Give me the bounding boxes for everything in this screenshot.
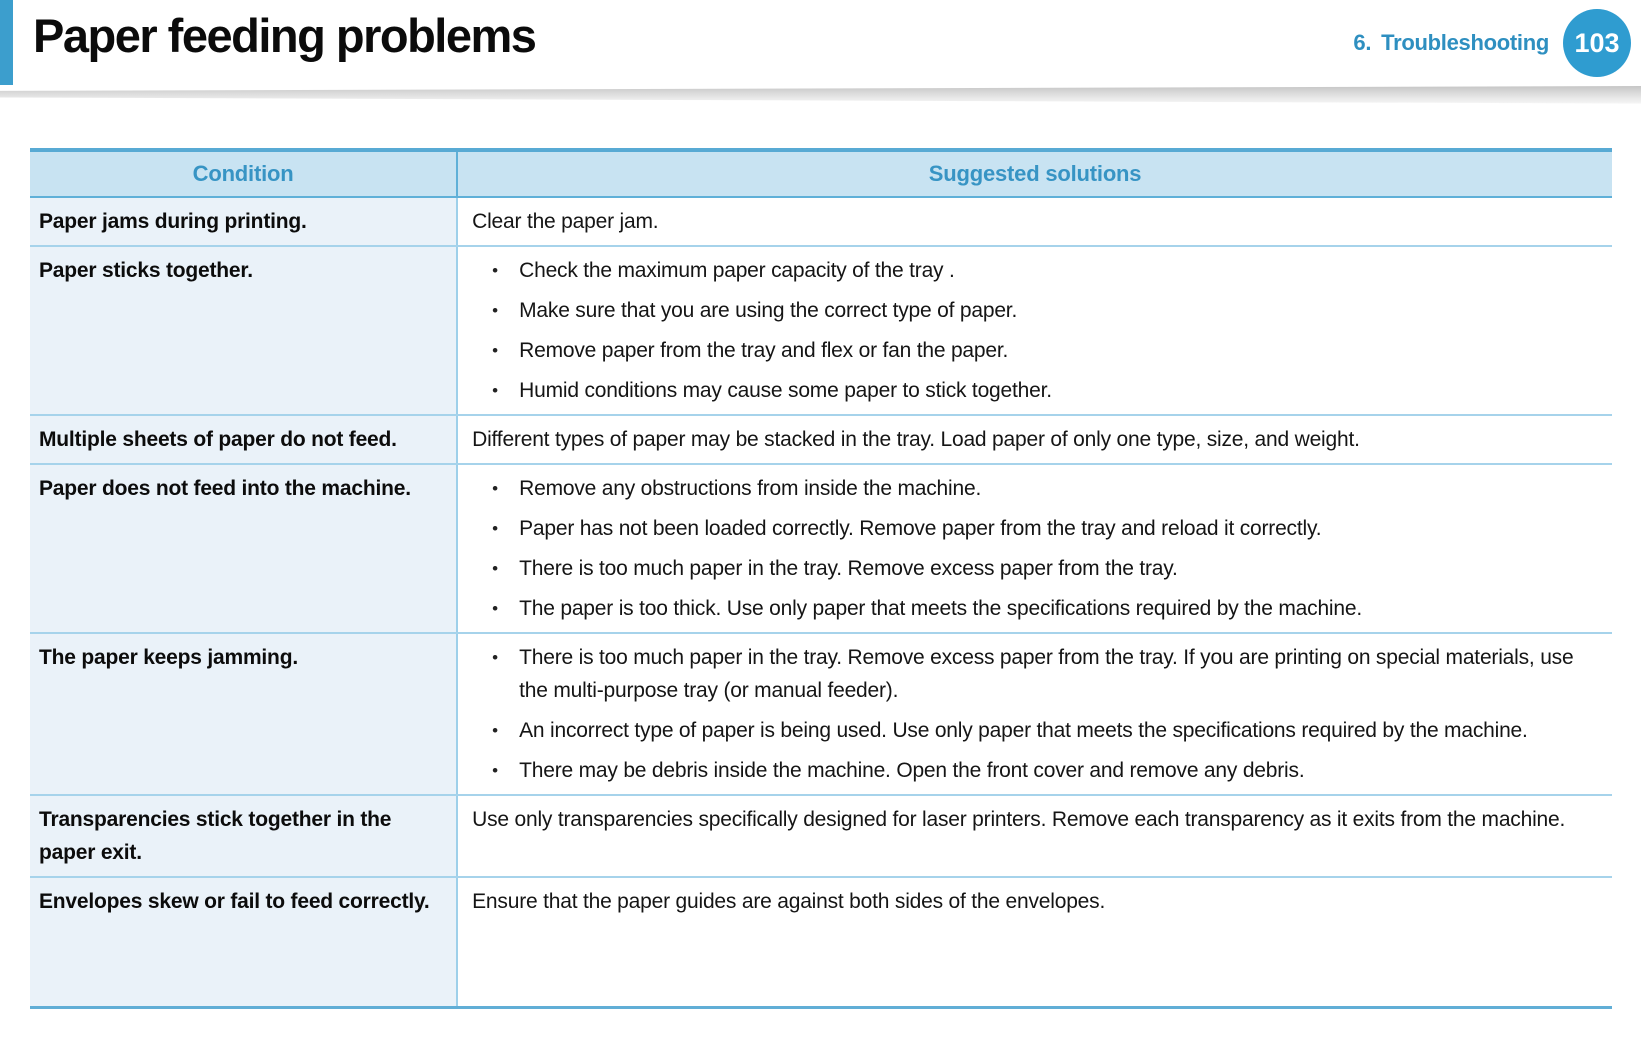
chapter-text: 6. Troubleshooting <box>1353 30 1549 56</box>
title-accent-bar <box>0 0 13 85</box>
condition-text: The paper keeps jamming. <box>39 646 298 669</box>
table-row: The paper keeps jamming. There is too muc… <box>30 633 1612 796</box>
solution-text: Clear the paper jam. <box>472 210 659 233</box>
table-row: Envelopes skew or fail to feed correctly… <box>30 877 1612 1008</box>
solution-text: Ensure that the paper guides are against… <box>472 890 1106 913</box>
condition-text: Paper does not feed into the machine. <box>39 477 411 500</box>
condition-cell: Paper jams during printing. <box>30 197 459 247</box>
condition-cell: Paper does not feed into the machine. <box>30 464 459 634</box>
solution-item: There is too much paper in the tray. Rem… <box>472 641 1596 707</box>
solutions-cell: There is too much paper in the tray. Rem… <box>457 633 1612 796</box>
solution-item: An incorrect type of paper is being used… <box>472 714 1596 747</box>
table-row: Paper jams during printing. Clear the pap… <box>30 197 1612 247</box>
solution-item: There may be debris inside the machine. … <box>472 754 1596 787</box>
condition-text: Paper jams during printing. <box>39 210 307 233</box>
solutions-cell: Use only transparencies specifically des… <box>457 795 1612 878</box>
solution-item: The paper is too thick. Use only paper t… <box>472 592 1596 625</box>
solutions-cell: Ensure that the paper guides are against… <box>457 877 1612 1008</box>
troubleshooting-table: Condition Suggested solutions Paper jams… <box>30 148 1612 1009</box>
solution-list: Remove any obstructions from inside the … <box>472 472 1596 625</box>
condition-cell: The paper keeps jamming. <box>30 633 459 796</box>
troubleshooting-table-container: Condition Suggested solutions Paper jams… <box>30 148 1612 1009</box>
chapter-indicator: 6. Troubleshooting 103 <box>1353 0 1631 86</box>
solutions-cell: Clear the paper jam. <box>457 197 1612 247</box>
solutions-cell: Check the maximum paper capacity of the … <box>457 246 1612 416</box>
solution-text: Use only transparencies specifically des… <box>472 808 1566 831</box>
solution-item: Make sure that you are using the correct… <box>472 294 1596 327</box>
chapter-name: Troubleshooting <box>1381 30 1549 55</box>
table-row: Multiple sheets of paper do not feed. Dif… <box>30 415 1612 465</box>
condition-text: Envelopes skew or fail to feed correctly… <box>39 890 430 913</box>
condition-text: Transparencies stick together in the pap… <box>39 808 392 864</box>
table-body: Paper jams during printing. Clear the pap… <box>30 197 1612 1008</box>
solution-item: There is too much paper in the tray. Rem… <box>472 552 1596 585</box>
page-number-badge: 103 <box>1563 9 1631 77</box>
solution-item: Check the maximum paper capacity of the … <box>472 254 1596 287</box>
page-header: Paper feeding problems 6. Troubleshooting… <box>0 0 1641 86</box>
table-row: Transparencies stick together in the pap… <box>30 795 1612 878</box>
condition-cell: Transparencies stick together in the pap… <box>30 795 459 878</box>
solution-text: Different types of paper may be stacked … <box>472 428 1360 451</box>
condition-cell: Multiple sheets of paper do not feed. <box>30 415 459 465</box>
solutions-column-header: Suggested solutions <box>457 150 1612 198</box>
solution-item: Remove any obstructions from inside the … <box>472 472 1596 505</box>
condition-text: Multiple sheets of paper do not feed. <box>39 428 397 451</box>
solution-list: There is too much paper in the tray. Rem… <box>472 641 1596 787</box>
solutions-cell: Remove any obstructions from inside the … <box>457 464 1612 634</box>
solutions-cell: Different types of paper may be stacked … <box>457 415 1612 465</box>
table-header: Condition Suggested solutions <box>30 150 1612 198</box>
condition-cell: Envelopes skew or fail to feed correctly… <box>30 877 459 1008</box>
table-row: Paper does not feed into the machine. Rem… <box>30 464 1612 634</box>
condition-column-header: Condition <box>30 150 459 198</box>
solution-list: Check the maximum paper capacity of the … <box>472 254 1596 407</box>
table-row: Paper sticks together. Check the maximum … <box>30 246 1612 416</box>
chapter-number: 6. <box>1353 30 1372 55</box>
solution-item: Paper has not been loaded correctly. Rem… <box>472 512 1596 545</box>
table-header-row: Condition Suggested solutions <box>30 150 1612 198</box>
header-divider <box>0 86 1641 104</box>
condition-cell: Paper sticks together. <box>30 246 459 416</box>
solution-item: Humid conditions may cause some paper to… <box>472 374 1596 407</box>
solution-item: Remove paper from the tray and flex or f… <box>472 334 1596 367</box>
condition-text: Paper sticks together. <box>39 259 253 282</box>
page-title: Paper feeding problems <box>33 9 537 62</box>
